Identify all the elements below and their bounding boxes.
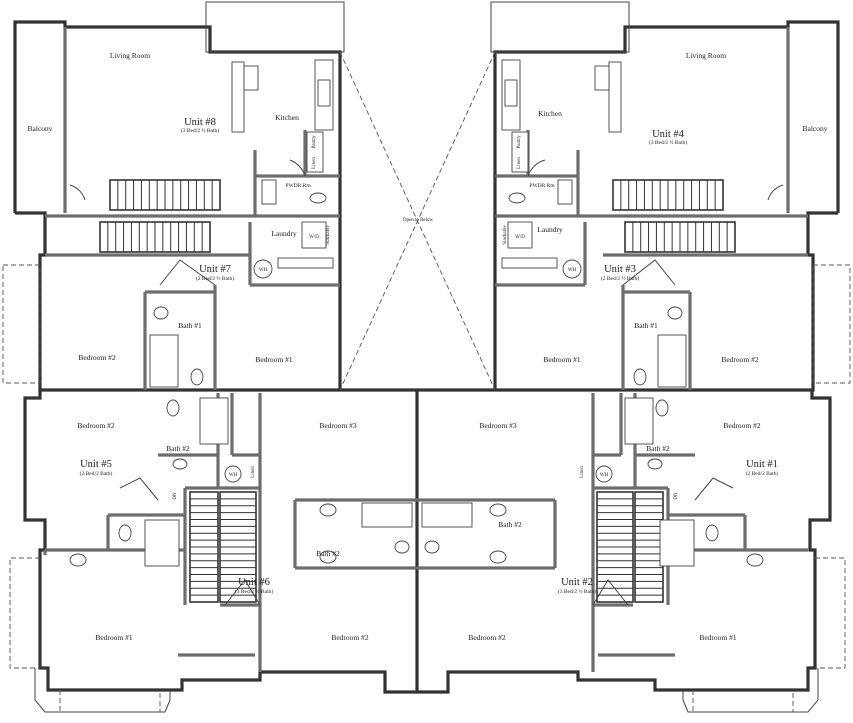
room-label-living-left: Living Room — [110, 51, 150, 60]
room-label-bed3-u6: Bedroom #3 — [319, 421, 357, 430]
fixture-label-wh-u1: WH — [600, 473, 609, 478]
fixture-label-pantry-left: Pantry — [312, 135, 317, 149]
fixture-label-linen-u1: Linen — [580, 466, 585, 478]
room-label-bath2-u6: Bath #2 — [316, 549, 340, 558]
room-label-pwdr-right: PWDR Rm — [529, 183, 555, 189]
unit-desc-3: (2 Bed/2 ½ Bath) — [601, 275, 639, 282]
room-label-laundry-left: Laundry — [271, 229, 297, 238]
room-label-bed2-u7: Bedroom #2 — [78, 353, 116, 362]
room-label-kitchen-left: Kitchen — [275, 113, 299, 122]
stair-label-dn-u1: DN — [674, 492, 679, 500]
stair-label-dn-u5: DN — [173, 492, 178, 500]
unit-label-8: Unit #8 — [184, 117, 216, 128]
unit-label-3: Unit #3 — [604, 264, 636, 275]
stair-unit1-b — [634, 491, 664, 603]
unit-label-1: Unit #1 — [746, 459, 778, 470]
room-label-balcony-right: Balcony — [803, 124, 828, 133]
room-label-bed2-u2: Bedroom #2 — [468, 633, 506, 642]
room-label-bath1-u7: Bath #1 — [178, 321, 202, 330]
room-label-living-right: Living Room — [686, 51, 726, 60]
room-label-bed1-u5: Bedroom #1 — [95, 633, 133, 642]
room-label-bed2-u5: Bedroom #2 — [77, 421, 115, 430]
stair-unit4 — [612, 179, 724, 211]
room-label-bath2-u5: Bath #2 — [166, 444, 190, 453]
fixture-label-wh-u5: WH — [229, 473, 238, 478]
fixture-label-wh-u7: WH — [259, 268, 268, 273]
room-label-bed3-u2: Bedroom #3 — [479, 421, 517, 430]
fixture-label-stackable-right: Stackable — [503, 225, 508, 245]
unit-desc-1: (2 Bed/2 Bath) — [746, 470, 779, 477]
unit-desc-8: (3 Bed/2 ½ Bath) — [181, 127, 219, 134]
room-label-bath2-u1: Bath #2 — [646, 444, 670, 453]
unit-label-4: Unit #4 — [652, 129, 685, 140]
room-label-bath1-u3: Bath #1 — [634, 321, 658, 330]
fixture-label-wd-right: W/D — [515, 235, 525, 240]
unit-label-5: Unit #5 — [80, 459, 112, 470]
room-label-bed1-u1: Bedroom #1 — [699, 633, 737, 642]
room-label-pwdr-left: PWDR Rm — [285, 183, 311, 189]
fixture-label-linen-right: Linen — [517, 157, 522, 169]
labels: Living Room Living Room Kitchen Kitchen … — [28, 51, 828, 642]
stair-unit7 — [99, 221, 211, 253]
unit-label-2: Unit #2 — [561, 577, 593, 588]
room-label-bed1-u3: Bedroom #1 — [543, 355, 581, 364]
fixture-label-stackable-left: Stackable — [326, 225, 331, 245]
room-label-bath2-u2: Bath #2 — [498, 520, 522, 529]
fixture-label-wh-u3: WH — [568, 268, 577, 273]
room-label-bed1-u7: Bedroom #1 — [255, 355, 293, 364]
stair-unit3 — [624, 221, 736, 253]
interior-walls — [43, 27, 808, 672]
stair-unit5-b — [189, 491, 219, 603]
stair-unit8 — [109, 179, 221, 211]
stair-unit5-a — [219, 491, 257, 603]
unit-desc-7: (2 Bed/2 ½ Bath) — [196, 275, 234, 282]
unit-desc-5: (2 Bed/2 Bath) — [80, 470, 113, 477]
unit-desc-2: (3 Bed/2 ½ Bath) — [558, 588, 596, 595]
room-label-bed2-u6: Bedroom #2 — [331, 633, 369, 642]
unit-desc-6: (3 Bed/2 ½ Bath) — [235, 588, 273, 595]
room-label-bed2-u1: Bedroom #2 — [723, 421, 761, 430]
unit-label-7: Unit #7 — [199, 264, 231, 275]
fixture-label-linen-u5: Linen — [251, 466, 256, 478]
stair-unit1-a — [596, 491, 634, 603]
room-label-laundry-right: Laundry — [537, 225, 563, 234]
fixture-label-pantry-right: Pantry — [517, 135, 522, 149]
room-label-balcony-left: Balcony — [28, 124, 53, 133]
stairs — [99, 179, 736, 603]
unit-desc-4: (3 Bed/2 ½ Bath) — [649, 139, 687, 146]
room-label-kitchen-right: Kitchen — [538, 109, 562, 118]
label-open-to-below: Open to Below — [403, 218, 434, 223]
unit-label-6: Unit #6 — [238, 577, 270, 588]
room-label-bed2-u3: Bedroom #2 — [721, 355, 759, 364]
fixtures — [69, 59, 784, 606]
fixture-label-linen-left: Linen — [312, 157, 317, 169]
fixture-label-wd-left: W/D — [309, 235, 319, 240]
